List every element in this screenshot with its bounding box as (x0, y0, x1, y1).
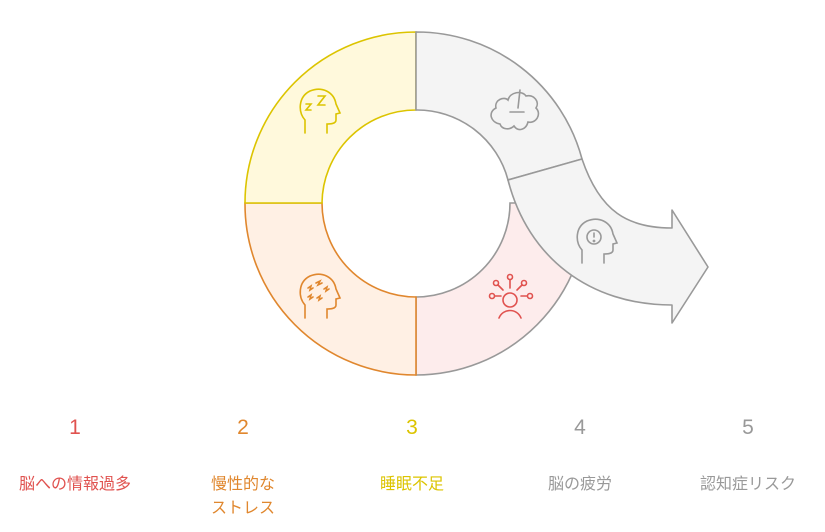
step-3-label: 睡眠不足 (379, 474, 444, 493)
alert-head-icon (576, 218, 619, 264)
step-2-label-line2: ストレス (210, 498, 275, 517)
step-2-number: 2 (237, 416, 249, 439)
brain-icon (490, 89, 540, 131)
segment-sleep-deprivation (244, 31, 417, 204)
stressed-head-icon (299, 273, 342, 319)
step-2-label-line1: 慢性的な (210, 474, 275, 493)
step-1-number: 1 (69, 416, 81, 439)
segment-chronic-stress (244, 202, 417, 376)
step-1-label: 脳への情報過多 (18, 474, 131, 493)
step-2-label: 慢性的な ストレス (163, 472, 323, 520)
step-4-label: 脳の疲労 (547, 474, 612, 493)
step-4-number: 4 (574, 416, 586, 439)
step-5-number: 5 (742, 416, 754, 439)
segment-brain-fatigue (415, 31, 583, 181)
overwhelmed-person-icon (488, 273, 534, 319)
sleeping-head-icon (299, 88, 342, 134)
step-5-label: 認知症リスク (699, 474, 796, 493)
segment-dementia-risk-arrow (507, 158, 709, 324)
step-3-number: 3 (406, 416, 418, 439)
